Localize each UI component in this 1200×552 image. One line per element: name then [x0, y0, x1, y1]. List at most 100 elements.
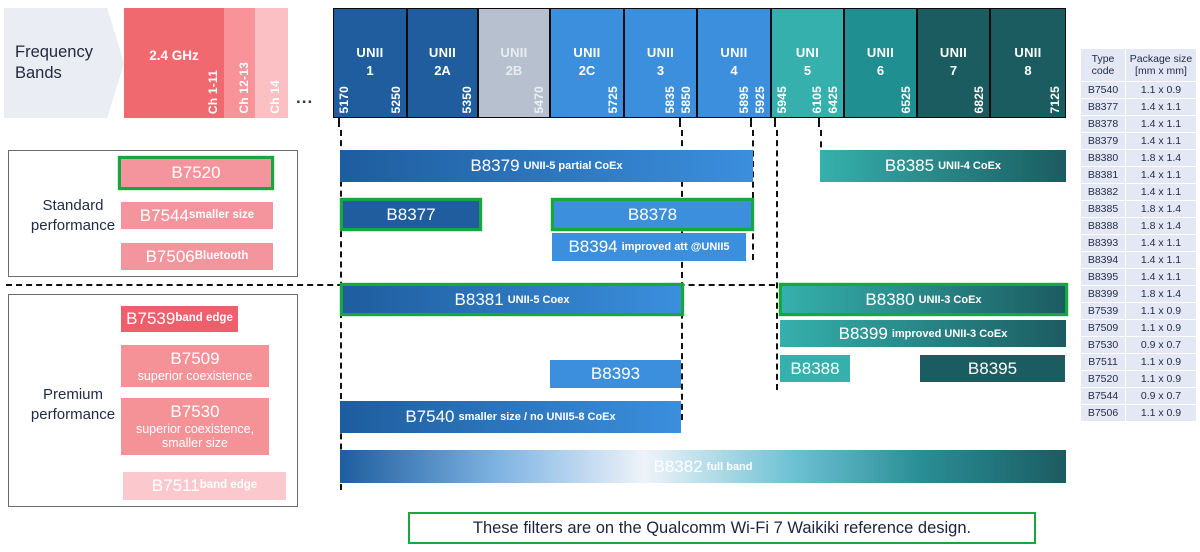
table-cell-package-size: 1.4 x 1.1: [1125, 234, 1197, 253]
filter-b8381-code: B8381: [454, 289, 504, 309]
filter-bar-b8385[interactable]: B8385 UNII-4 CoEx: [820, 150, 1066, 182]
part-b7511-code: B7511: [151, 476, 200, 496]
filter-b8379-note: UNII-5 partial CoEx: [523, 160, 623, 172]
part-b7520[interactable]: B7520: [121, 159, 271, 187]
table-cell-package-size: 1.1 x 0.9: [1125, 370, 1197, 389]
band-unii-2b-name: UNII: [500, 45, 528, 60]
table-cell-package-size: 1.4 x 1.1: [1125, 183, 1197, 202]
band-unii-2b-freq-right: 5470: [532, 85, 546, 114]
band-header-unii-2b: UNII 2B 5470: [478, 8, 550, 118]
band-unii-2c-freq-right: 5725: [606, 85, 620, 114]
band-uni-5-freq-right: 6425: [826, 85, 840, 114]
table-cell-type-code: B7544: [1080, 387, 1126, 406]
filter-b8377-code: B8377: [386, 204, 436, 224]
filter-bar-b8380[interactable]: B8380 UNII-3 CoEx: [782, 286, 1065, 313]
table-cell-type-code: B8379: [1080, 132, 1126, 151]
table-cell-package-size: 1.8 x 1.4: [1125, 149, 1197, 168]
filter-b8382-note: full band: [706, 460, 753, 473]
table-cell-type-code: B8399: [1080, 285, 1126, 304]
table-cell-package-size: 1.1 x 0.9: [1125, 404, 1197, 423]
table-cell-type-code: B8388: [1080, 217, 1126, 236]
band-header-unii-1: UNII 1 5170 5250: [333, 8, 407, 118]
band-unii-3-freq-right: 5850: [679, 85, 693, 114]
band-header-unii-6: UNII 6 6525: [844, 8, 917, 118]
table-cell-package-size: 1.1 x 0.9: [1125, 353, 1197, 372]
filter-bar-b8379[interactable]: B8379 UNII-5 partial CoEx: [340, 150, 753, 182]
frequency-bands-text: Frequency Bands: [15, 43, 93, 82]
part-b7530-note: superior coexistence, smaller size: [135, 421, 255, 451]
band-unii-6-freq-right: 6525: [899, 85, 913, 114]
band-uni-5-number: 5: [803, 63, 812, 78]
part-b7506-note: Bluetooth: [194, 249, 249, 262]
filter-bar-b8394[interactable]: B8394 improved att @UNII5: [552, 233, 746, 261]
filter-b8394-note: improved att @UNII5: [621, 241, 730, 253]
filter-b8380-code: B8380: [865, 289, 915, 309]
tick-5895: [750, 118, 752, 127]
part-b7511[interactable]: B7511 band edge: [123, 472, 286, 500]
band-unii-1-freq-right: 5250: [389, 85, 403, 114]
filter-bar-b8381[interactable]: B8381 UNII-5 Coex: [343, 286, 681, 313]
filter-b7540-code: B7540: [405, 407, 455, 426]
table-cell-package-size: 1.8 x 1.4: [1125, 217, 1197, 236]
filter-b8379-code: B8379: [470, 156, 520, 175]
band-unii-4-freq-right: 5925: [753, 85, 767, 114]
standard-performance-label: Standard performance: [30, 197, 116, 234]
tick-5835: [679, 118, 681, 127]
filter-bar-b8393[interactable]: B8393: [550, 360, 681, 388]
band-header-unii-4: UNII 4 5895 5925: [697, 8, 771, 118]
part-b7506[interactable]: B7506 Bluetooth: [121, 243, 273, 270]
table-cell-package-size: 1.1 x 0.9: [1125, 302, 1197, 321]
part-b7544-note: smaller size: [188, 208, 255, 221]
band-unii-2a-number: 2A: [434, 63, 451, 78]
filter-b8399-note: improved UNII-3 CoEx: [891, 327, 1008, 340]
table-cell-package-size: 1.4 x 1.1: [1125, 166, 1197, 185]
table-cell-type-code: B8393: [1080, 234, 1126, 253]
guide-line-5895: [752, 130, 754, 260]
frequency-bands-label: Frequency Bands: [4, 8, 124, 118]
filter-bar-b8382[interactable]: B8382 full band: [340, 450, 1066, 483]
filter-bar-b8388[interactable]: B8388: [780, 355, 850, 382]
table-header-row: Type code Package size [mm x mm]: [1080, 47, 1197, 83]
band-2p4ghz-ch12-13: Ch 12-13: [224, 8, 255, 118]
table-cell-type-code: B7520: [1080, 370, 1126, 389]
part-b7509-code: B7509: [170, 349, 220, 369]
filter-b8399-code: B8399: [838, 323, 888, 343]
filter-bar-b8378[interactable]: B8378: [554, 201, 751, 228]
part-b7544[interactable]: B7544 smaller size: [121, 202, 273, 229]
band-unii-2c-name: UNII: [573, 45, 601, 60]
table-cell-package-size: 1.4 x 1.1: [1125, 98, 1197, 117]
filter-bar-b8395[interactable]: B8395: [920, 355, 1065, 382]
filter-b8378-code: B8378: [627, 204, 678, 224]
band-header-unii-7: UNII 7 6825: [917, 8, 990, 118]
filter-b8382-code: B8382: [653, 456, 703, 476]
band-unii-2b-number: 2B: [505, 63, 523, 78]
tier-divider: [6, 284, 1066, 286]
part-b7539-note: band edge: [175, 312, 233, 325]
part-b7530[interactable]: B7530 superior coexistence, smaller size: [121, 398, 269, 455]
band-uni-5-name: UNI: [795, 45, 820, 60]
table-cell-type-code: B8382: [1080, 183, 1126, 202]
filter-bar-b8377[interactable]: B8377: [343, 201, 479, 228]
filter-bar-b8399[interactable]: B8399 improved UNII-3 CoEx: [780, 320, 1066, 347]
part-b7539[interactable]: B7539 band edge: [121, 306, 238, 332]
filter-bar-b7540[interactable]: B7540 smaller size / no UNII5-8 CoEx: [340, 401, 681, 433]
table-cell-type-code: B8385: [1080, 200, 1126, 219]
band-2p4ghz-ch14: Ch 14: [255, 8, 288, 118]
band-unii-7-freq-right: 6825: [972, 85, 986, 114]
part-b7509[interactable]: B7509 superior coexistence: [121, 345, 269, 387]
band-unii-7-number: 7: [949, 63, 958, 78]
table-cell-package-size: 1.4 x 1.1: [1125, 132, 1197, 151]
table-cell-type-code: B7509: [1080, 319, 1126, 338]
